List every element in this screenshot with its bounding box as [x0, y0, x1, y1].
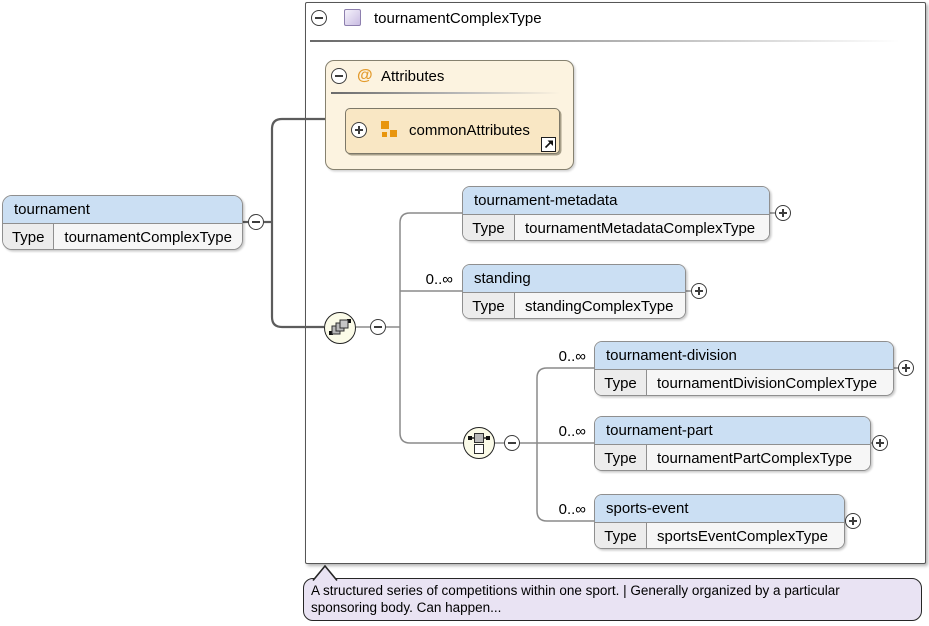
element-name: tournament-division — [595, 342, 893, 370]
element-box-tournament-metadata: tournament-metadata Type tournamentMetad… — [462, 186, 770, 241]
element-name: sports-event — [595, 495, 844, 523]
tournament-division-expand-toggle[interactable] — [898, 360, 914, 376]
type-value: standingComplexType — [515, 293, 685, 319]
reference-arrow-icon[interactable] — [541, 137, 556, 152]
type-label: Type — [595, 523, 647, 549]
element-box-tournament: tournament Type tournamentComplexType — [2, 195, 243, 250]
element-name: standing — [463, 265, 685, 293]
compositor1-collapse-toggle[interactable] — [370, 319, 386, 335]
element-name: tournament — [3, 196, 242, 224]
element-box-sports-event: sports-event Type sportsEventComplexType — [594, 494, 845, 549]
annotation-text: A structured series of competitions with… — [311, 582, 903, 616]
common-attributes-label: commonAttributes — [409, 122, 530, 139]
type-label: Type — [463, 215, 515, 241]
element-name: tournament-metadata — [463, 187, 769, 215]
attributes-collapse-toggle[interactable] — [331, 68, 347, 84]
type-value: tournamentMetadataComplexType — [515, 215, 769, 241]
element-box-tournament-division: tournament-division Type tournamentDivis… — [594, 341, 894, 396]
annotation-balloon: A structured series of competitions with… — [303, 578, 922, 621]
common-attributes-expand-toggle[interactable] — [351, 122, 367, 138]
type-label: Type — [463, 293, 515, 319]
element-name: tournament-part — [595, 417, 870, 445]
compositor-choice-icon[interactable] — [463, 427, 495, 459]
type-label: Type — [595, 370, 647, 396]
type-label: Type — [595, 445, 647, 471]
type-value: sportsEventComplexType — [647, 523, 844, 549]
occurs-part: 0..∞ — [537, 423, 586, 440]
complextype-title: tournamentComplexType — [374, 10, 542, 27]
type-value: tournamentDivisionComplexType — [647, 370, 893, 396]
occurs-sports-event: 0..∞ — [537, 501, 586, 518]
attribute-at-icon: @ — [357, 67, 373, 85]
sports-event-expand-toggle[interactable] — [845, 513, 861, 529]
occurs-standing: 0..∞ — [400, 271, 453, 288]
occurs-division: 0..∞ — [537, 348, 586, 365]
tournament-metadata-expand-toggle[interactable] — [775, 205, 791, 221]
compositor-all-icon[interactable] — [324, 312, 356, 344]
tournament-collapse-toggle[interactable] — [248, 214, 264, 230]
attributes-title: Attributes — [381, 68, 444, 85]
complextype-icon — [344, 9, 361, 26]
compositor2-collapse-toggle[interactable] — [504, 435, 520, 451]
type-value: tournamentPartComplexType — [647, 445, 870, 471]
container-collapse-toggle[interactable] — [311, 10, 327, 26]
element-box-tournament-part: tournament-part Type tournamentPartCompl… — [594, 416, 871, 471]
element-box-standing: standing Type standingComplexType — [462, 264, 686, 319]
attributes-separator — [331, 92, 567, 94]
tournament-part-expand-toggle[interactable] — [872, 435, 888, 451]
type-label: Type — [3, 224, 54, 250]
header-separator — [310, 40, 918, 42]
standing-expand-toggle[interactable] — [691, 283, 707, 299]
type-value: tournamentComplexType — [54, 224, 242, 250]
